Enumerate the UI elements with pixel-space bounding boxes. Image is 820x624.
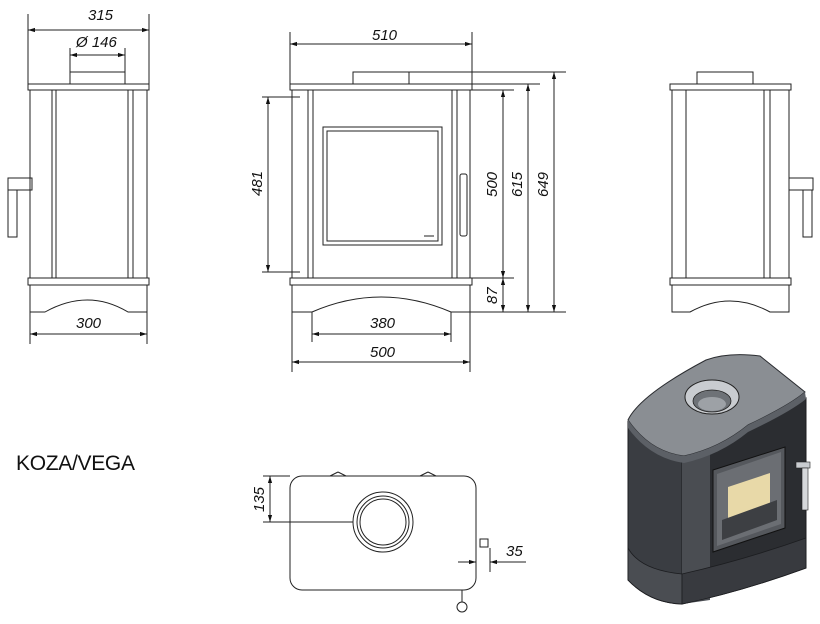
front-view [262,32,566,372]
stove-3d-render [627,354,811,605]
dim-side-bottom-width: 300 [76,315,102,332]
side-view-left [7,14,150,344]
dim-rear-offset: 35 [506,543,523,560]
dim-total-height: 649 [535,171,552,197]
dim-front-base-inner: 380 [370,315,396,332]
top-view [263,471,526,613]
dim-side-top-width: 315 [88,7,114,24]
dim-body-height: 500 [484,171,501,197]
dim-base-height: 87 [484,287,501,304]
dim-flue-center-height: 615 [509,171,526,197]
dim-top-offset: 135 [251,486,268,512]
model-title: KOZA/VEGA [16,452,135,475]
dim-flue-diameter: Ø 146 [75,34,118,51]
side-view-right [669,71,814,313]
dim-front-bottom-width: 500 [370,344,396,361]
dim-front-top-width: 510 [372,27,398,44]
dim-door-height: 481 [249,171,266,196]
